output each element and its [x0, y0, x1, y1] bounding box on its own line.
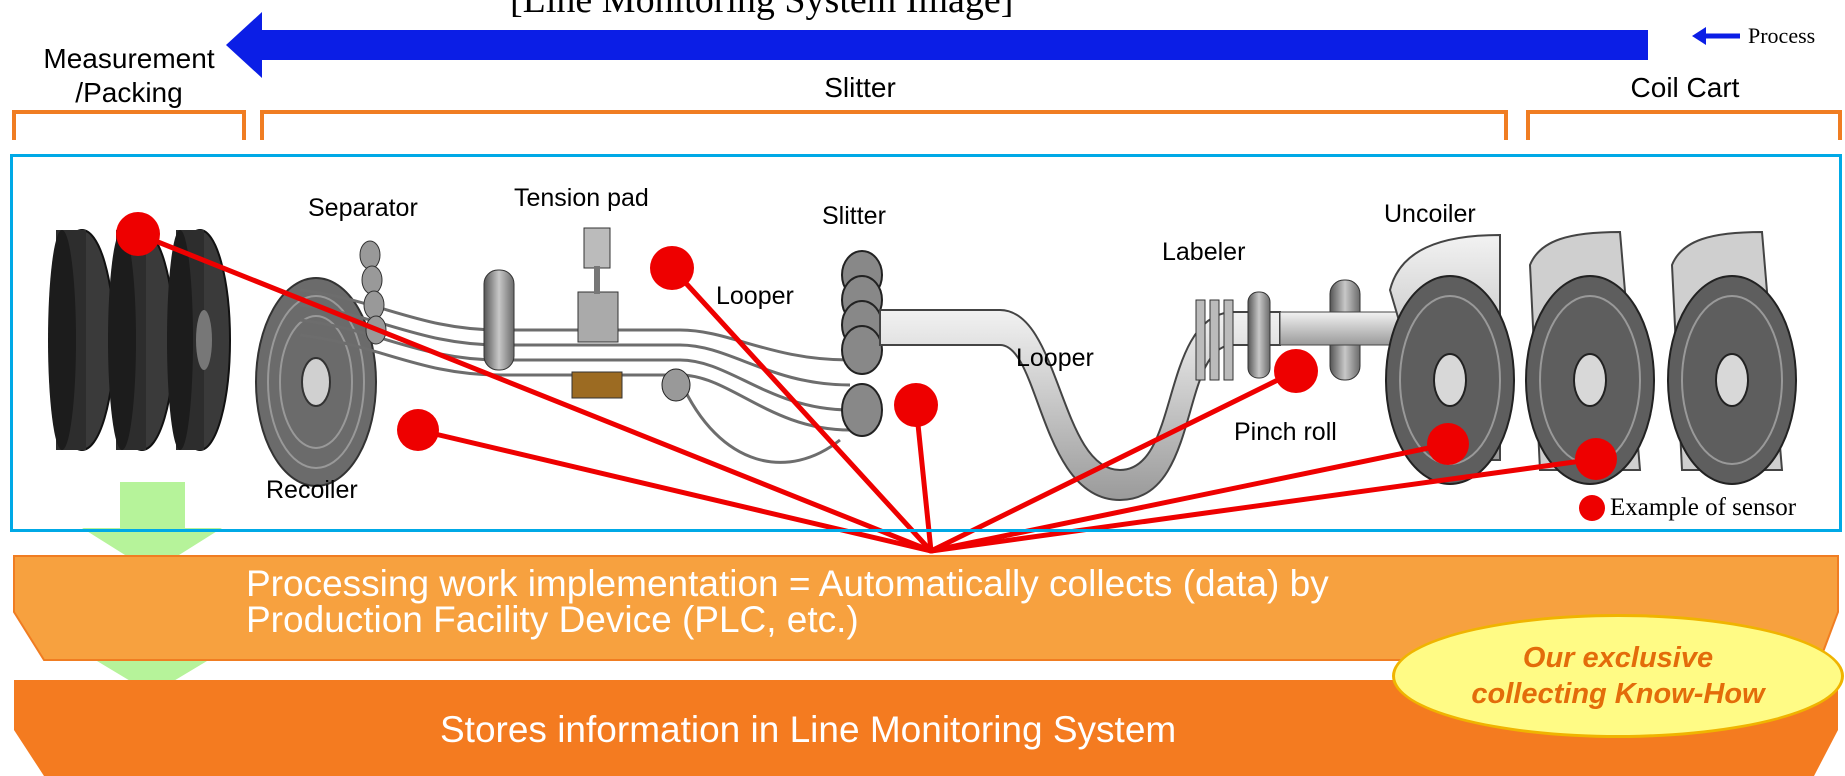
sensor-marker [397, 409, 439, 451]
label-recoiler: Recoiler [266, 476, 358, 504]
packed-coils-illustration [48, 229, 231, 451]
bracket-slitter [260, 110, 1508, 140]
bracket-measurement [12, 110, 246, 140]
label-slitter: Slitter [822, 202, 886, 230]
sensor-marker [1575, 438, 1617, 480]
label-looper-1: Looper [716, 282, 794, 310]
label-tension-pad: Tension pad [514, 184, 649, 212]
process-legend-label: Process [1748, 23, 1816, 48]
slitter-illustration [661, 250, 883, 437]
know-how-callout: Our exclusive collecting Know-How [1392, 614, 1844, 738]
page-title: [Line Monitoring System Image] [510, 0, 1014, 21]
coil-cart-illustration [1525, 230, 1797, 485]
uncoiler-illustration [1385, 233, 1515, 485]
section-label-coil-cart: Coil Cart [1630, 72, 1740, 103]
callout-line-2: collecting Know-How [1471, 678, 1765, 710]
storage-band [14, 680, 1838, 776]
label-pinch-roll: Pinch roll [1234, 418, 1337, 446]
process-legend-arrow-icon [1692, 27, 1740, 45]
labeler-illustration [1195, 279, 1401, 381]
sensor-marker [894, 383, 938, 427]
storage-band-text: Stores information in Line Monitoring Sy… [440, 709, 1177, 750]
processing-band-text: Processing work implementation = Automat… [246, 563, 1329, 640]
tension-pad-illustration [483, 227, 623, 399]
section-label-measurement: Measurement /Packing [43, 43, 215, 108]
sensors [116, 212, 1617, 521]
line-panel [10, 154, 1842, 532]
label-labeler: Labeler [1162, 238, 1246, 266]
label-looper-2: Looper [1016, 344, 1094, 372]
flow-arrow-down-1 [82, 482, 222, 572]
label-uncoiler: Uncoiler [1384, 200, 1476, 228]
sensor-marker [650, 246, 694, 290]
sensor-marker [1274, 349, 1318, 393]
bracket-coil-cart [1526, 110, 1842, 140]
section-label-slitter: Slitter [824, 72, 896, 103]
sensor-legend-label: Example of sensor [1610, 494, 1797, 521]
callout-line-1: Our exclusive [1522, 642, 1714, 674]
process-arrow [226, 12, 1648, 78]
sensor-marker [1427, 423, 1469, 465]
sensor-marker [116, 212, 160, 256]
sensor-legend-icon [1579, 495, 1605, 521]
label-separator: Separator [308, 194, 418, 222]
